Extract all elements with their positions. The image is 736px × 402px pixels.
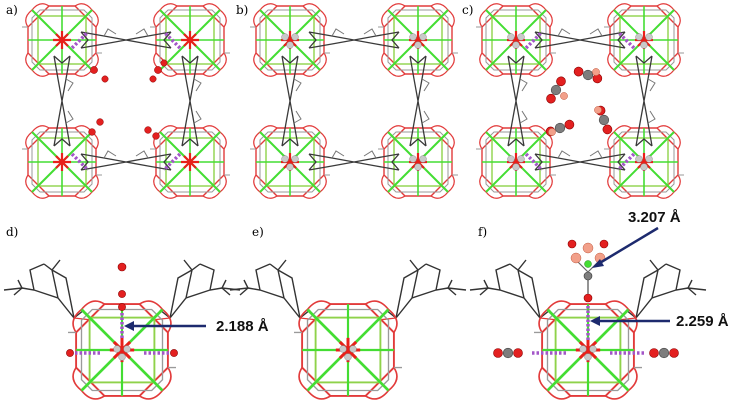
- panel-e: e): [230, 225, 466, 399]
- panel-b: b): [236, 2, 460, 200]
- panel-e-label: e): [252, 225, 264, 239]
- panel-d-label: d): [6, 225, 18, 239]
- distance-label-f-top: 3.207 Å: [628, 209, 681, 226]
- distance-label-f-main: 2.259 Å: [676, 313, 729, 330]
- panel-a: a): [6, 2, 232, 200]
- panel-f-label: f): [478, 225, 487, 239]
- panel-c-label: c): [462, 3, 473, 17]
- panel-b-label: b): [236, 3, 248, 17]
- panel-d: 2.188 Å d): [4, 225, 269, 399]
- panel-c: c): [462, 2, 686, 200]
- panel-a-label: a): [6, 3, 18, 17]
- panel-f: 3.207 Å 2.259 Å f): [470, 209, 729, 399]
- distance-label-d: 2.188 Å: [216, 318, 269, 335]
